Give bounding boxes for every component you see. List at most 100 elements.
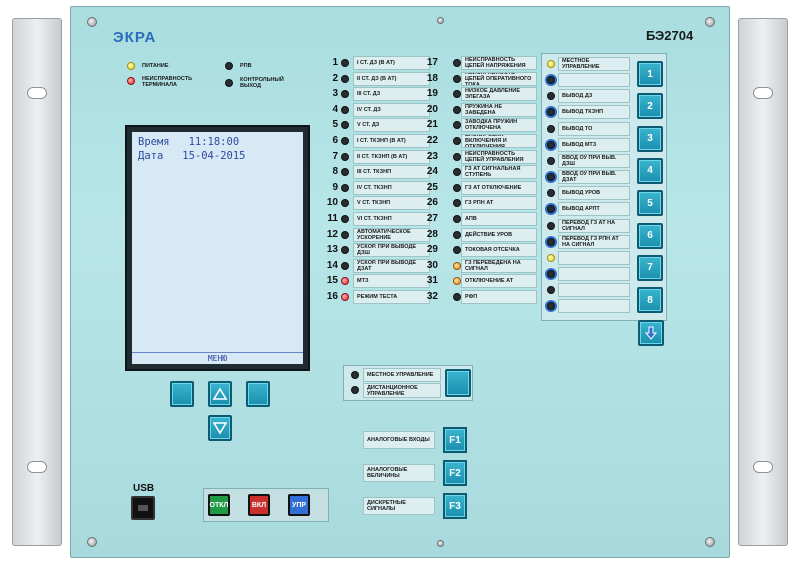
signal-led: [341, 121, 349, 130]
signal-led: [453, 277, 461, 286]
signal-label: ГЗ АТ ОТКЛЮЧЕНИЕ: [461, 180, 537, 195]
signal-led: [341, 261, 349, 270]
signal-label: III СТ. ТКЗНП: [353, 165, 430, 180]
nav-up-button[interactable]: [208, 381, 232, 407]
signal-led: [341, 246, 349, 255]
signal-number: 11: [327, 213, 338, 224]
function-led-top: [547, 221, 555, 230]
arrow-down-icon: [644, 326, 658, 340]
signal-number: 14: [326, 259, 338, 271]
nav-down-button[interactable]: [208, 415, 232, 441]
screw-icon: [705, 537, 715, 547]
screw-icon: [437, 540, 444, 547]
function-key-button-5[interactable]: 5: [637, 190, 663, 217]
function-key-button-2[interactable]: 2: [637, 93, 663, 120]
breaker-button-1[interactable]: ОТКЛ: [208, 494, 230, 516]
mounting-slot: [27, 87, 47, 99]
page-down-button[interactable]: [638, 320, 664, 346]
signal-led: [453, 183, 461, 192]
signal-label: V СТ. ДЗ: [353, 118, 430, 133]
signal-number: 27: [426, 213, 438, 224]
function-label-bottom: [558, 266, 630, 281]
signal-number: 15: [326, 275, 338, 287]
signal-led: [341, 277, 349, 286]
screw-icon: [87, 537, 97, 547]
lcd-date-value: 15-04-2015: [182, 150, 246, 162]
function-label-bottom: ВВОД ОУ ПРИ ВЫВ. ДЗАТ: [558, 169, 630, 184]
signal-number: 3: [332, 88, 338, 100]
function-key-button-6[interactable]: 6: [637, 222, 663, 249]
function-label-top: [558, 250, 630, 265]
f-key-label: ДИСКРЕТНЫЕ СИГНАЛЫ: [363, 497, 435, 515]
signal-led: [453, 137, 461, 145]
function-key-button-8[interactable]: 8: [637, 287, 663, 314]
status-led-label: ПИТАНИЕ: [142, 63, 169, 69]
usb-port-icon[interactable]: [131, 496, 155, 520]
signal-label: ТОКОВАЯ ОТСЕЧКА: [461, 243, 537, 258]
signal-led: [341, 74, 349, 83]
status-led: [225, 79, 233, 87]
function-key-button-7[interactable]: 7: [637, 254, 663, 281]
signal-label: ЗАВОДКА ПРУЖИН ОТКЛЮЧЕНА: [461, 118, 537, 133]
signal-led: [453, 230, 461, 239]
function-led-bottom: [547, 269, 555, 278]
nav-right-button[interactable]: [246, 381, 270, 407]
signal-led: [341, 230, 349, 239]
function-led-top: [547, 92, 555, 101]
function-led-top: [547, 60, 555, 68]
signal-label: РФП: [461, 290, 537, 304]
function-led-top: [547, 156, 555, 165]
signal-number: 5: [332, 119, 338, 131]
signal-number: 8: [332, 166, 338, 178]
signal-label: II СТ. ТКЗНП (В АТ): [353, 149, 430, 164]
signal-label: НЕИСПРАВНОСТЬ ЦЕПЕЙ ОПЕРАТИВНОГО ТОКА: [461, 71, 537, 86]
breaker-button-3[interactable]: УПР: [288, 494, 310, 516]
control-mode-button[interactable]: [445, 369, 471, 397]
function-label-bottom: [558, 299, 630, 314]
local-control-led: [351, 371, 359, 379]
function-key-button-4[interactable]: 4: [637, 157, 663, 184]
status-led-label: КОНТРОЛЬНЫЙ ВЫХОД: [240, 77, 284, 89]
f-key-button-f2[interactable]: F2: [443, 460, 467, 486]
signal-number: 7: [332, 150, 338, 162]
signal-led: [453, 261, 461, 270]
lcd-screen: Время 11:18:00 Дата 15-04-2015 МЕНЮ: [132, 132, 303, 364]
function-led-bottom: [547, 237, 555, 246]
signal-led: [341, 137, 349, 145]
function-led-top: [547, 286, 555, 295]
function-label-bottom: ВЫВОД ТКЗНП: [558, 105, 630, 120]
f-key-button-f1[interactable]: F1: [443, 427, 467, 453]
signal-label: V СТ. ТКЗНП: [353, 196, 430, 211]
signal-label: АПВ: [461, 212, 537, 226]
function-label-bottom: ВЫВОД АРПТ: [558, 202, 630, 217]
signal-label: ОТКЛЮЧЕНИЕ АТ: [461, 274, 537, 289]
function-label-bottom: [558, 73, 630, 87]
lcd-date-line: Дата 15-04-2015: [138, 150, 245, 162]
signal-label: III СТ. ДЗ: [353, 87, 430, 102]
signal-label: УСКОР. ПРИ ВЫВОДЕ ДЗШ: [353, 243, 430, 258]
signal-led: [341, 105, 349, 114]
function-label-top: ВЫВОД УРОВ: [558, 186, 630, 201]
signal-label: IV СТ. ДЗ: [353, 102, 430, 117]
signal-number: 26: [426, 197, 438, 209]
function-led-bottom: [547, 140, 555, 149]
breaker-button-2[interactable]: ВКЛ: [248, 494, 270, 516]
signal-led: [453, 90, 461, 99]
signal-led: [453, 59, 461, 67]
mounting-slot: [753, 461, 773, 473]
signal-label: МТЗ: [353, 274, 430, 289]
function-label-top: ВЫВОД ДЗ: [558, 89, 630, 104]
function-led-top: [547, 189, 555, 198]
function-key-button-3[interactable]: 3: [637, 125, 663, 152]
function-key-button-1[interactable]: 1: [637, 61, 663, 87]
signal-number: 19: [426, 88, 438, 100]
signal-number: 6: [332, 135, 338, 146]
signal-label: НЕИСПРАВНОСТЬ ЦЕПЕЙ НАПРЯЖЕНИЯ: [461, 56, 537, 70]
function-label-top: [558, 283, 630, 298]
rack-ear-right: [738, 18, 788, 546]
lcd-time-line: Время 11:18:00: [138, 136, 239, 148]
lcd-date-label: Дата: [138, 150, 164, 162]
nav-left-button[interactable]: [170, 381, 194, 407]
status-led: [127, 62, 135, 70]
f-key-button-f3[interactable]: F3: [443, 493, 467, 519]
